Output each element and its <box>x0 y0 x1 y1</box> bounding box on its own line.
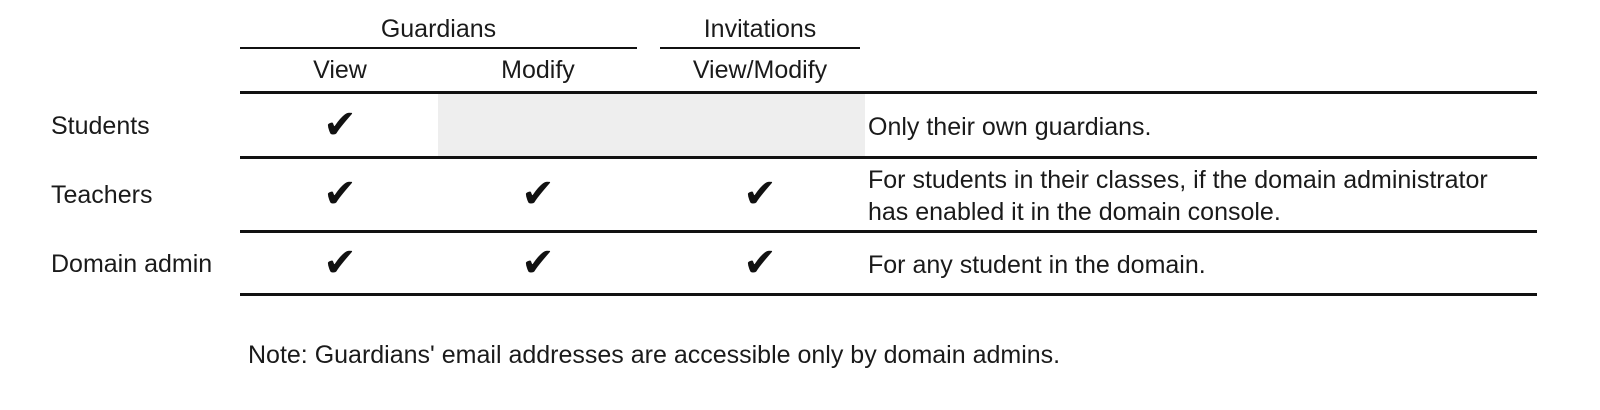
shaded-cells-students <box>438 94 865 156</box>
check-domain-admin-view-modify: ✔ <box>743 240 777 286</box>
check-domain-admin-modify: ✔ <box>521 240 555 286</box>
check-teachers-modify: ✔ <box>521 171 555 217</box>
notes-students: Only their own guardians. <box>868 113 1152 141</box>
table-footnote: Note: Guardians' email addresses are acc… <box>248 341 1061 369</box>
check-teachers-view-modify: ✔ <box>743 171 777 217</box>
row-rule-students <box>240 156 1537 159</box>
row-label-students: Students <box>51 112 150 140</box>
header-bottom-rule <box>240 91 1537 94</box>
table-bottom-rule <box>240 293 1537 296</box>
check-domain-admin-view: ✔ <box>323 240 357 286</box>
column-header-view: View <box>313 56 367 84</box>
notes-teachers: For students in their classes, if the do… <box>868 166 1488 226</box>
row-label-domain-admin: Domain admin <box>51 250 213 278</box>
group-rule-invitations <box>660 47 860 49</box>
column-group-label-guardians: Guardians <box>380 15 497 43</box>
notes-domain-admin: For any student in the domain. <box>868 251 1206 279</box>
check-students-view: ✔ <box>323 102 357 148</box>
column-header-modify: Modify <box>501 56 575 84</box>
column-group-label-invitations: Invitations <box>703 15 817 43</box>
check-teachers-view: ✔ <box>323 171 357 217</box>
column-header-view-modify: View/Modify <box>692 56 828 84</box>
row-label-teachers: Teachers <box>51 181 153 209</box>
group-rule-guardians <box>240 47 637 49</box>
row-rule-teachers <box>240 230 1537 233</box>
